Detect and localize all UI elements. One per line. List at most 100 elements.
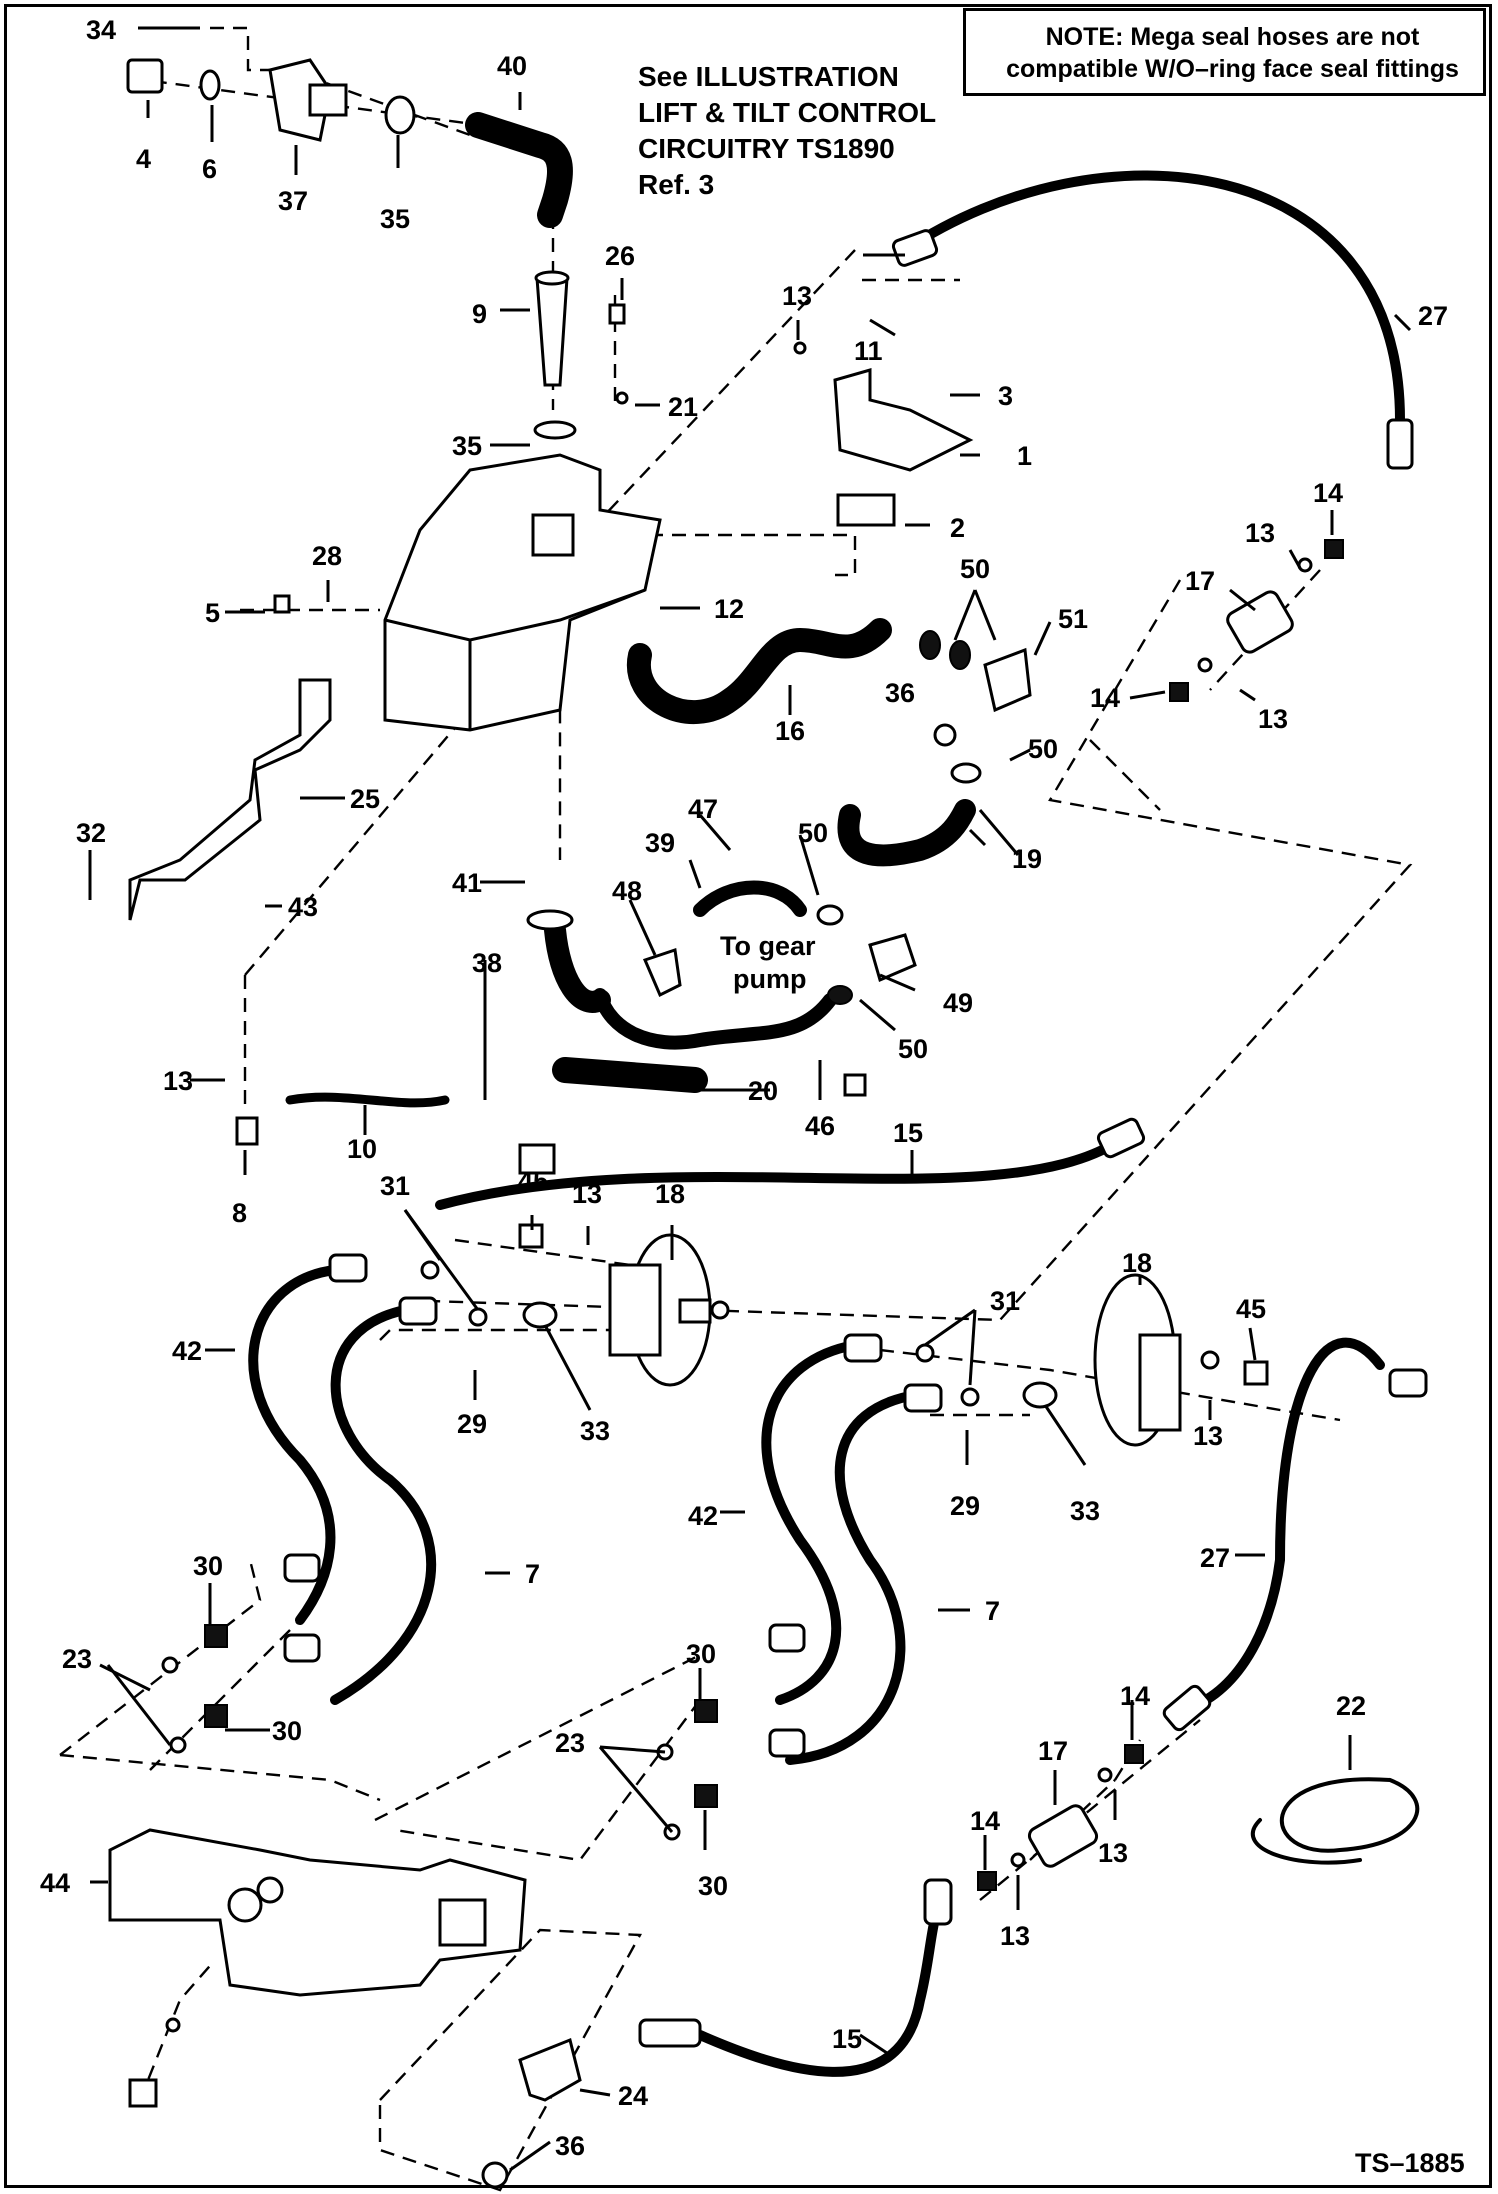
hose-27-upper [900, 170, 1405, 425]
label-23-a: 23 [62, 1644, 92, 1674]
label-20: 20 [748, 1076, 778, 1106]
label-27-a: 27 [1418, 301, 1448, 331]
valve-24 [518, 2037, 582, 2102]
hose-7-left [330, 1305, 437, 1705]
label-34: 34 [86, 15, 116, 45]
fitting-49 [868, 933, 917, 983]
fitting-14-d [977, 1871, 997, 1891]
bracket-25 [128, 678, 332, 921]
leader-lines [88, 26, 1412, 2172]
tank-neck [531, 513, 575, 557]
label-14-a: 14 [1313, 478, 1343, 508]
label-21: 21 [668, 392, 698, 422]
o-ring-36-upper [933, 723, 957, 747]
note-box: NOTE: Mega seal hoses are not compatible… [963, 8, 1486, 96]
hose-41-lower [544, 919, 611, 1013]
label-30-b: 30 [272, 1716, 302, 1746]
label-2: 2 [950, 513, 965, 543]
label-35: 35 [452, 431, 482, 461]
label-39: 39 [645, 828, 675, 858]
hose-10-link [285, 1092, 450, 1108]
label-36-b: 36 [555, 2131, 585, 2161]
fitting-30-b [204, 1704, 228, 1728]
label-49: 49 [943, 988, 973, 1018]
label-37: 37 [278, 186, 308, 216]
label-42-a: 42 [172, 1336, 202, 1366]
label-31-a: 31 [380, 1171, 410, 1201]
fitting-8 [235, 1116, 259, 1146]
reference-line-3: CIRCUITRY TS1890 [638, 133, 895, 164]
label-28: 28 [312, 541, 342, 571]
block-2 [836, 493, 896, 527]
label-32: 32 [76, 818, 106, 848]
label-27-b: 27 [1200, 1543, 1230, 1573]
fitting-14-c [1124, 1744, 1144, 1764]
hose-15-upper [435, 1135, 1125, 1210]
label-13-c: 13 [1258, 704, 1288, 734]
note-heading: NOTE: [1045, 23, 1124, 51]
label-43: 43 [288, 892, 318, 922]
label-45-a: 45 [518, 1166, 548, 1196]
label-11: 11 [854, 336, 883, 366]
label-14-d: 14 [970, 1806, 1000, 1836]
parts [108, 58, 1428, 2189]
label-gear-pump-1: To gear [720, 931, 816, 961]
label-14-c: 14 [1120, 1681, 1150, 1711]
note-text: Mega seal hoses are not compatible W/O–r… [1006, 23, 1459, 83]
label-42-b: 42 [688, 1501, 718, 1531]
label-47: 47 [688, 794, 718, 824]
label-16: 16 [775, 716, 805, 746]
label-1: 1 [1017, 441, 1032, 471]
label-7-b: 7 [985, 1596, 1000, 1626]
reference-line-2: LIFT & TILT CONTROL [638, 97, 936, 128]
label-15-b: 15 [832, 2024, 862, 2054]
fitting-48 [642, 948, 682, 998]
spring-guard-20 [552, 1057, 708, 1093]
label-13-h: 13 [1000, 1921, 1030, 1951]
label-13-d: 13 [163, 1066, 193, 1096]
label-40: 40 [497, 51, 527, 81]
filter-17-lower [1027, 1804, 1099, 1868]
label-26: 26 [605, 241, 635, 271]
label-48: 48 [612, 876, 642, 906]
label-36-a: 36 [885, 678, 915, 708]
hose-7-right [785, 1390, 920, 1765]
clamp-41 [526, 909, 574, 931]
hose-19 [837, 799, 976, 867]
label-29-b: 29 [950, 1491, 980, 1521]
hose-42-right [761, 1340, 860, 1705]
clamp-50-a [919, 630, 941, 660]
reference-line-4: Ref. 3 [638, 169, 714, 200]
hoses [248, 112, 1420, 2077]
label-23-b: 23 [555, 1728, 585, 1758]
label-8: 8 [232, 1198, 247, 1228]
label-31-b: 31 [990, 1286, 1020, 1316]
label-13-f: 13 [1193, 1421, 1223, 1451]
label-15-a: 15 [893, 1118, 923, 1148]
label-13-a: 13 [782, 281, 812, 311]
label-13-g: 13 [1098, 1838, 1128, 1868]
clamp-33-right [1022, 1381, 1058, 1409]
label-38: 38 [472, 948, 502, 978]
gear-pump-44 [108, 1828, 527, 1997]
fitting-51 [983, 647, 1032, 713]
label-18-a: 18 [655, 1179, 685, 1209]
label-24: 24 [618, 2081, 648, 2111]
filter-17-upper [1226, 590, 1294, 654]
label-35-top: 35 [380, 204, 410, 234]
hose-15-lower [695, 1895, 945, 2077]
label-30-c: 30 [686, 1639, 716, 1669]
clamp-33-left [522, 1301, 558, 1329]
label-14-b: 14 [1090, 683, 1120, 713]
label-6: 6 [202, 154, 217, 184]
clamp-50-d [827, 985, 853, 1005]
hose-22-coil [1279, 1777, 1420, 1853]
clamp-35-top [384, 95, 416, 135]
label-18-b: 18 [1122, 1248, 1152, 1278]
hose-46 [593, 988, 837, 1050]
hose-47 [693, 880, 807, 917]
figure-id: TS–1885 [1355, 2148, 1465, 2178]
hose-42-left [248, 1265, 340, 1625]
hydraulic-tank [383, 453, 662, 732]
